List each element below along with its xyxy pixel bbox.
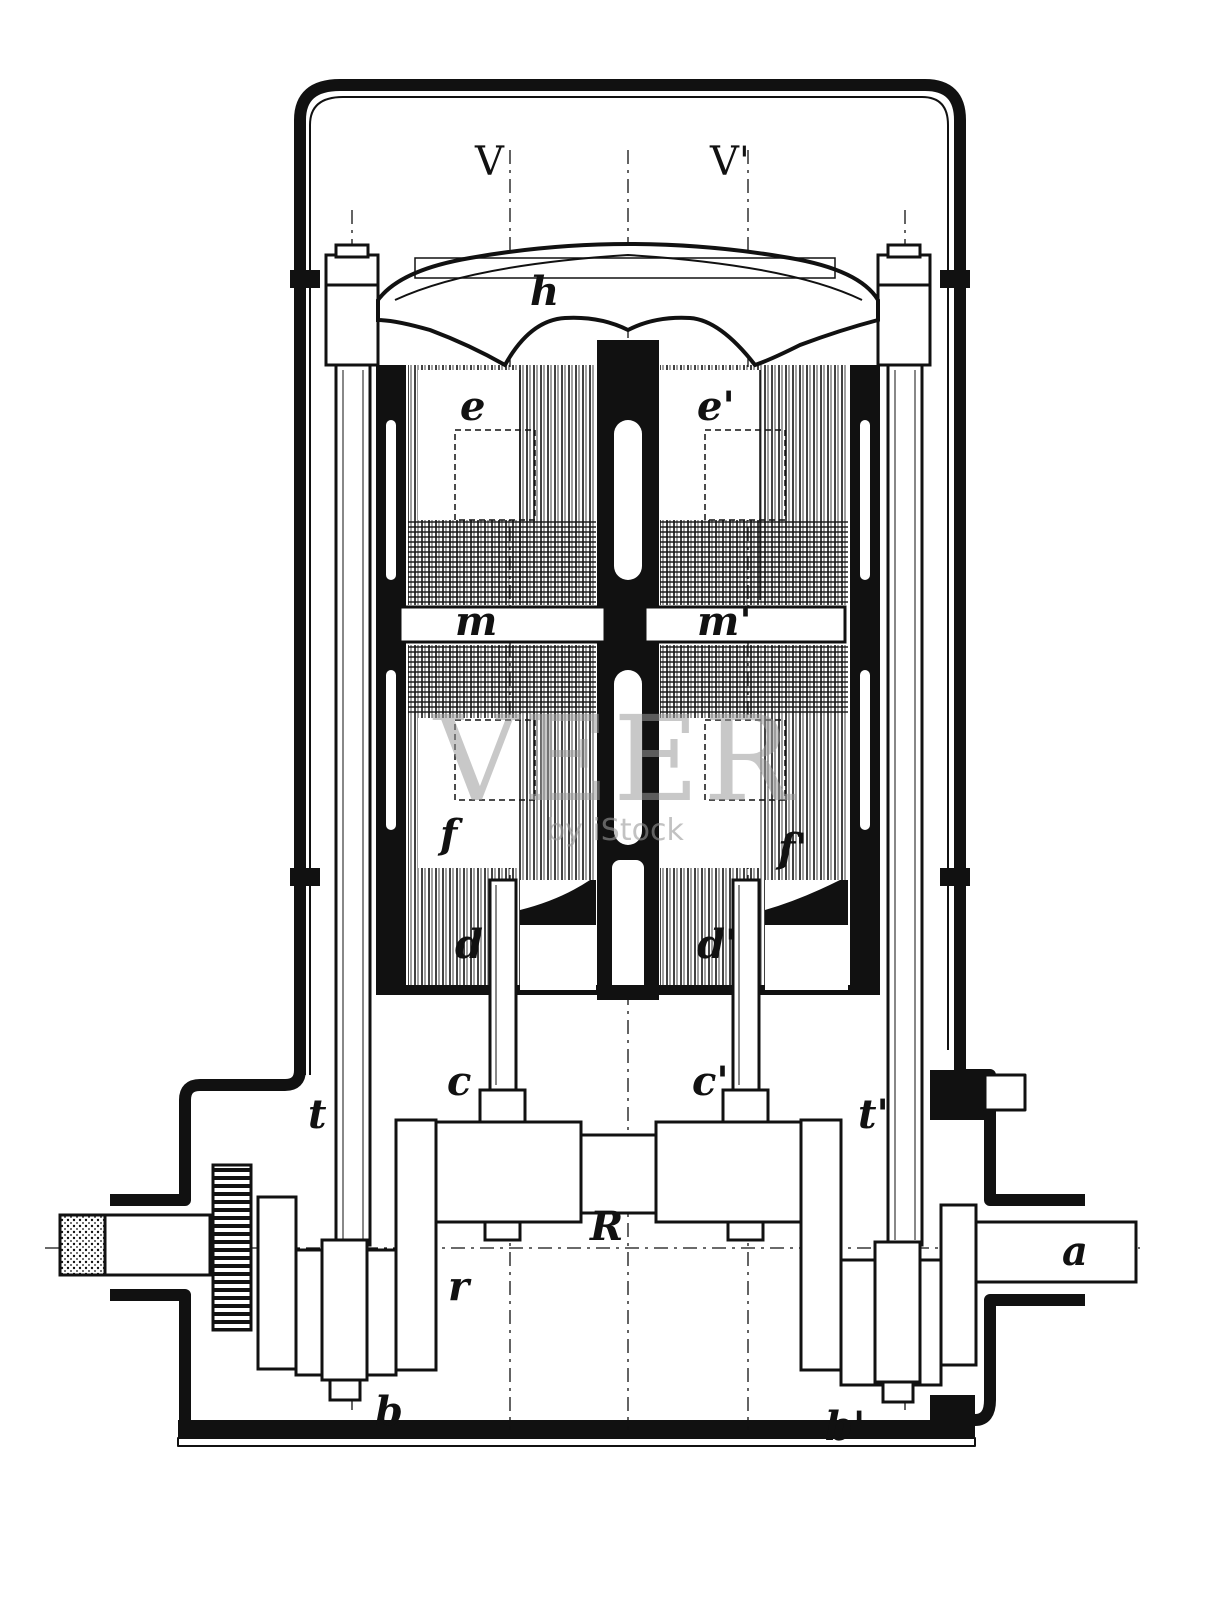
label-V: V (474, 139, 505, 185)
label-t-prime: t' (858, 1091, 889, 1138)
label-c-prime: c' (692, 1058, 729, 1105)
watermark-brand: VEER (432, 690, 796, 828)
label-m-prime: m' (697, 598, 752, 645)
label-b: b (375, 1388, 403, 1435)
tie-rod-right (886, 363, 924, 1247)
label-e: e (460, 383, 485, 430)
watermark: VEER by iStock (432, 690, 796, 848)
watermark-sub: by iStock (546, 813, 684, 848)
label-d: d (455, 921, 483, 968)
outer-housing (110, 79, 1085, 1447)
bar-m (398, 605, 607, 644)
cylinder-e (408, 365, 596, 605)
label-e-prime: e' (697, 383, 735, 430)
label-b-prime: b' (825, 1403, 865, 1450)
label-r: r (448, 1263, 472, 1310)
label-m: m (455, 598, 497, 645)
label-f-prime: f' (775, 825, 807, 872)
cylinder-e-prime (660, 365, 848, 605)
label-h: h (530, 268, 559, 315)
diagram-labels: V V' h e e' m m' f f' d d' c c' t t' R r… (308, 139, 1088, 1450)
label-d-prime: d' (697, 921, 737, 968)
label-R: R (589, 1203, 623, 1250)
label-t: t (308, 1091, 327, 1138)
label-V-prime: V' (709, 139, 750, 185)
label-c: c (447, 1058, 471, 1105)
crankshaft (58, 1118, 1138, 1387)
crank-pin-b (320, 1238, 369, 1402)
cylinder-block (376, 340, 880, 1000)
bar-m-prime (643, 605, 847, 644)
top-nut-right (876, 243, 932, 367)
cylinder-f (408, 645, 596, 990)
label-a: a (1062, 1228, 1088, 1275)
crank-pin-b-prime (873, 1240, 922, 1404)
top-nut-left (324, 243, 380, 367)
tie-rod-left (334, 363, 372, 1247)
